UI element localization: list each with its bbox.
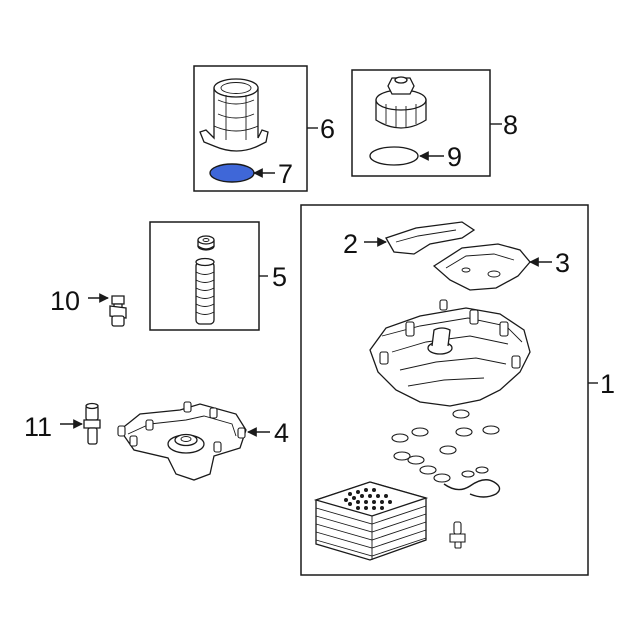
stud-part[interactable]: [195, 257, 215, 325]
filter-housing-part[interactable]: [199, 78, 269, 152]
bolt-part[interactable]: [109, 295, 127, 327]
oil-module-group: [300, 204, 598, 576]
oil-filter-housing-part[interactable]: [369, 299, 531, 407]
gasket-part[interactable]: [385, 221, 476, 255]
small-stud-part[interactable]: [449, 521, 466, 549]
filter-cap-part[interactable]: [375, 76, 427, 129]
nut-part[interactable]: [197, 235, 215, 251]
filter-cap-box: [351, 69, 491, 177]
stud-group: [149, 221, 268, 331]
o-ring-set[interactable]: [391, 409, 500, 483]
callout-10: 10: [50, 286, 80, 316]
cover-plate-part[interactable]: [432, 243, 531, 291]
filter-cap-group: [351, 69, 502, 177]
callout-3: 3: [555, 248, 570, 278]
callout-11: 11: [24, 412, 52, 442]
adapter-plate-part[interactable]: [117, 401, 247, 481]
cap-seal-ring[interactable]: [369, 146, 419, 166]
callout-7: 7: [278, 159, 293, 189]
oil-module-box: [300, 204, 589, 576]
filter-housing-group: [193, 65, 318, 192]
stud-bolt-part[interactable]: [83, 402, 101, 445]
callout-8: 8: [503, 110, 518, 140]
seal-strip[interactable]: [443, 479, 501, 498]
callout-2: 2: [343, 229, 358, 259]
callout-6: 6: [320, 114, 335, 144]
callout-1: 1: [600, 369, 615, 399]
callout-9: 9: [447, 142, 462, 172]
oil-cooler-part[interactable]: [313, 481, 429, 561]
filter-seal-ring-highlighted[interactable]: [209, 163, 255, 183]
callout-5: 5: [272, 262, 287, 292]
callout-4: 4: [274, 418, 289, 448]
